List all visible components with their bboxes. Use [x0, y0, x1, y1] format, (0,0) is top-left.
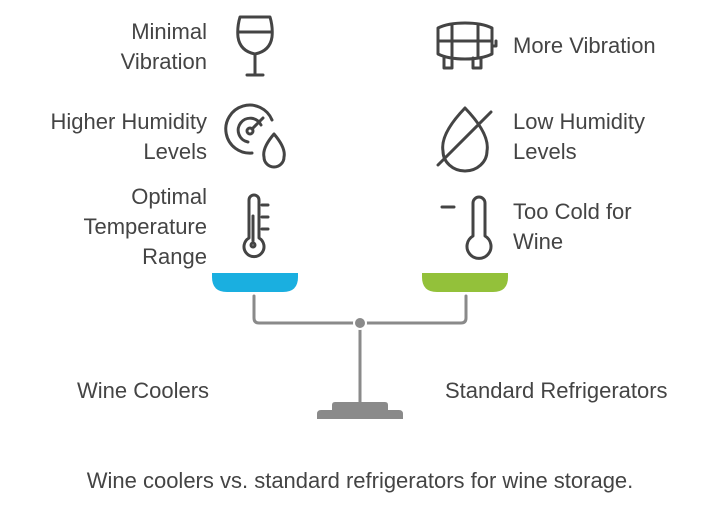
right-pan [422, 273, 508, 292]
humidity-gauge-icon [224, 103, 286, 169]
barrel-icon [436, 21, 498, 70]
cold-thermometer-icon [440, 195, 493, 260]
wine-coolers-label: Wine Coolers [77, 378, 210, 403]
pivot [353, 316, 367, 330]
standard-refrigerators-label: Standard Refrigerators [445, 378, 668, 403]
thermometer-icon [242, 193, 270, 259]
left-pan [212, 273, 298, 292]
scale-base-top [332, 402, 388, 410]
caption: Wine coolers vs. standard refrigerators … [86, 468, 634, 493]
right-item-vibration: More Vibration [513, 33, 656, 58]
scale-base-bottom [317, 410, 403, 419]
wine-glass-icon [236, 15, 274, 77]
no-drop-icon [436, 106, 493, 173]
